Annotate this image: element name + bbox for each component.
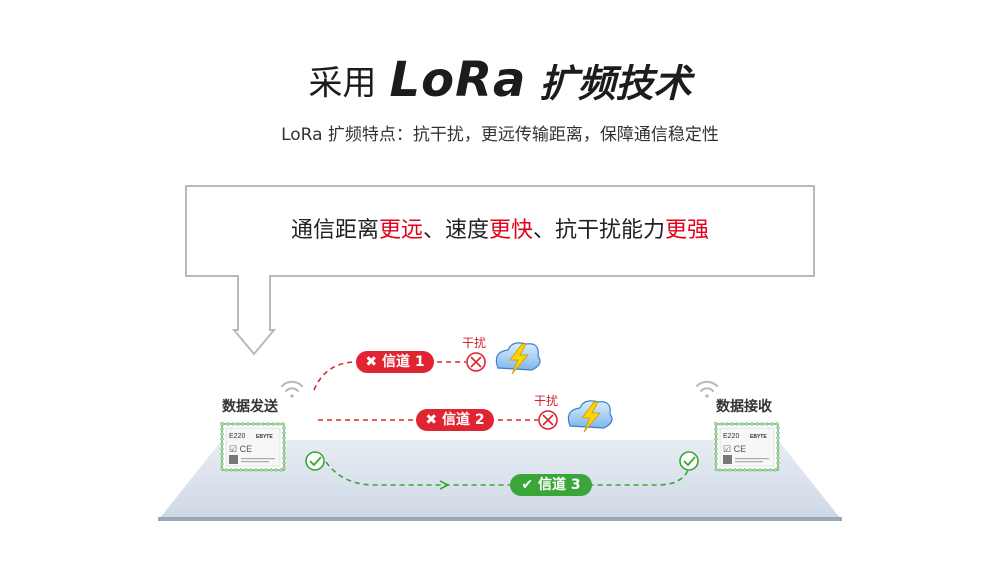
title-prefix: 采用 (308, 63, 377, 104)
page-title: 采用 LoRa 扩频技术 (0, 52, 1000, 108)
channel-1-label: 信道 1 (381, 354, 425, 370)
callout-text: 通信距离更远、速度更快、抗干扰能力更强 (186, 212, 814, 244)
close-icon: ✖ (365, 354, 378, 370)
sender-wifi-icon (280, 380, 304, 398)
channel-1-block-icon (466, 352, 486, 372)
subtitle: LoRa 扩频特点：抗干扰，更远传输距离，保障通信稳定性 (281, 125, 719, 145)
callout-segment: 、速度 (422, 218, 489, 243)
channel-2-pill: ✖ 信道 2 (416, 409, 494, 431)
channel-2-block-icon (538, 410, 558, 430)
sender-module-brand: EBYTE (256, 434, 273, 440)
lightning-cloud-icon (567, 400, 613, 433)
receiver-module-brand: EBYTE (750, 434, 767, 440)
channel-2-label: 信道 2 (441, 412, 485, 428)
channel-3-label: 信道 3 (537, 477, 581, 493)
channel-2-interference-label: 干扰 (534, 394, 559, 408)
lightning-cloud-icon (495, 342, 541, 375)
sender-label: 数据发送 (222, 399, 278, 415)
title-brand: LoRa (389, 52, 527, 108)
floor-edge (158, 517, 842, 521)
callout-box (185, 185, 815, 356)
title-suffix: 扩频技术 (539, 61, 692, 106)
receiver-module: E220 EBYTE ☑ CE (714, 422, 780, 472)
receiver-module-model: E220 (723, 433, 739, 440)
close-icon: ✖ (425, 412, 438, 428)
callout-highlight: 更强 (665, 218, 710, 243)
channel-3-arrow-icon (439, 480, 450, 490)
receiver-wifi-icon (695, 380, 719, 398)
svg-text:☑ CE: ☑ CE (229, 444, 252, 454)
sender-ok-icon (305, 451, 325, 471)
callout-highlight: 更远 (378, 218, 423, 243)
channel-1-path (313, 361, 466, 391)
channel-1-interference-label: 干扰 (462, 336, 487, 350)
check-icon: ✔ (521, 477, 534, 493)
callout-highlight: 更快 (489, 218, 534, 243)
callout-segment: 通信距离 (290, 218, 379, 243)
svg-text:☑ CE: ☑ CE (723, 444, 746, 454)
sender-module: E220 EBYTE ☑ CE (220, 422, 286, 472)
callout-segment: 、抗干扰能力 (533, 218, 666, 243)
channel-3-pill: ✔ 信道 3 (510, 474, 592, 496)
sender-module-model: E220 (229, 433, 245, 440)
floor-plane (160, 440, 840, 518)
receiver-label: 数据接收 (716, 399, 772, 415)
receiver-ok-icon (679, 451, 699, 471)
channel-1-pill: ✖ 信道 1 (356, 351, 434, 373)
